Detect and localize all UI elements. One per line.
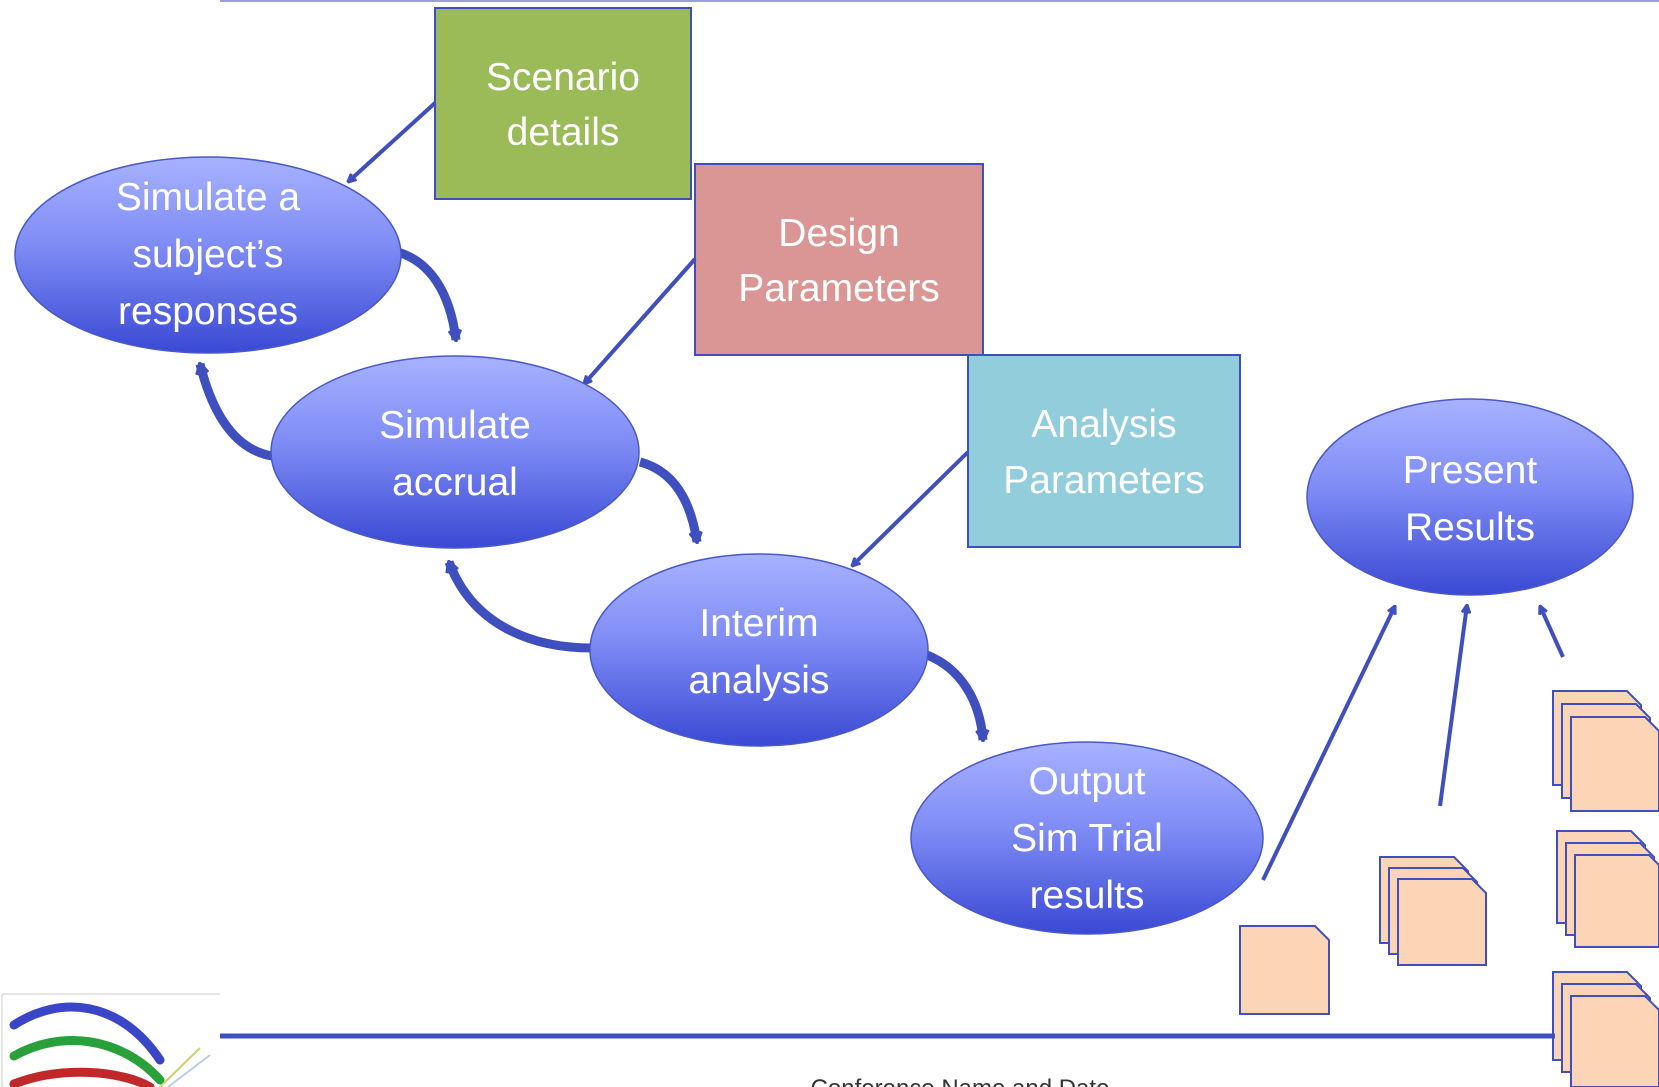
simulate-accrual-node: Simulate accrual xyxy=(270,355,640,549)
scenario-details-line2: details xyxy=(507,111,620,154)
design-parameters-box: Design Parameters xyxy=(694,163,984,356)
subject-to-accrual-arrow xyxy=(396,247,456,340)
file-stack-icon xyxy=(1552,690,1659,812)
simulate-subject-line1: Simulate a xyxy=(116,176,301,219)
present-results-line1: Present xyxy=(1403,449,1538,492)
output-results-node: Output Sim Trial results xyxy=(910,741,1264,935)
simulate-accrual-line1: Simulate xyxy=(379,404,531,447)
interim-to-output-arrow xyxy=(925,650,983,740)
simulate-subject-line2: subject’s xyxy=(132,233,283,276)
analysis-to-interim-arrow xyxy=(852,450,970,566)
file-stack-icon xyxy=(1556,830,1659,948)
analysis-parameters-box: Analysis Parameters xyxy=(967,354,1241,548)
analysis-parameters-line2: Parameters xyxy=(1003,459,1205,502)
interim-analysis-line1: Interim xyxy=(699,602,818,645)
design-parameters-line2: Parameters xyxy=(738,267,940,310)
footer-text: Conference Name and Date xyxy=(811,1075,1110,1087)
simulate-subject-node: Simulate a subject’s responses xyxy=(14,156,402,354)
results-to-present-arrow-3 xyxy=(1540,606,1565,658)
output-results-line1: Output xyxy=(1028,760,1145,803)
results-to-present-arrow-2 xyxy=(1438,605,1467,807)
analysis-parameters-line1: Analysis xyxy=(1031,403,1176,446)
output-results-line2: Sim Trial xyxy=(1011,817,1163,860)
present-results-node: Present Results xyxy=(1306,398,1634,596)
simulate-accrual-line2: accrual xyxy=(392,461,518,504)
scenario-details-box: Scenario details xyxy=(434,7,692,200)
single-file-icon xyxy=(1239,925,1330,1015)
interim-analysis-line2: analysis xyxy=(689,659,830,702)
accrual-to-subject-arrow xyxy=(200,364,273,461)
conference-logo xyxy=(1,993,220,1087)
output-results-line3: results xyxy=(1030,874,1145,917)
scenario-to-subject-arrow xyxy=(348,101,437,182)
simulate-subject-line3: responses xyxy=(118,290,298,333)
file-stack-icon xyxy=(1379,856,1487,966)
scenario-details-line1: Scenario xyxy=(486,56,640,99)
design-to-accrual-arrow xyxy=(584,257,697,384)
interim-analysis-node: Interim analysis xyxy=(589,553,929,747)
accrual-to-interim-arrow xyxy=(638,457,697,542)
results-to-present-arrow-1 xyxy=(1261,606,1397,881)
file-stack-icon xyxy=(1552,971,1659,1087)
present-results-line2: Results xyxy=(1405,506,1535,549)
design-parameters-line1: Design xyxy=(778,212,899,255)
interim-to-accrual-arrow xyxy=(444,562,593,653)
